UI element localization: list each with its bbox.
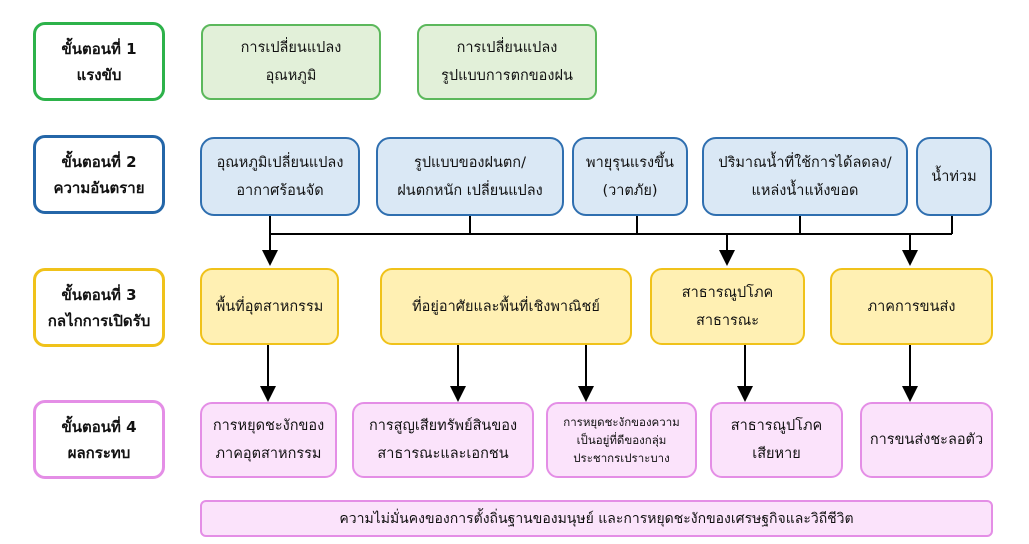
- stage-3-label: ขั้นตอนที่ 3 กลไกการเปิดรับ: [33, 268, 165, 347]
- impact-utilities-damage: สาธารณูปโภค เสียหาย: [710, 402, 843, 478]
- hazard-flood: น้ำท่วม: [916, 137, 992, 216]
- exposure-public-utilities: สาธารณูปโภค สาธารณะ: [650, 268, 805, 345]
- hazard-water-shortage: ปริมาณน้ำที่ใช้การได้ลดลง/ แหล่งน้ำแห้งข…: [702, 137, 908, 216]
- hazard-storm: พายุรุนแรงขึ้น (วาตภัย): [572, 137, 688, 216]
- stage-4-label: ขั้นตอนที่ 4 ผลกระทบ: [33, 400, 165, 479]
- impact-property-loss: การสูญเสียทรัพย์สินของ สาธารณะและเอกชน: [352, 402, 534, 478]
- impact-transport-slowdown: การขนส่งชะลอตัว: [860, 402, 993, 478]
- hazard-to-exposure-connector: [262, 216, 953, 266]
- overall-impact-banner: ความไม่มั่นคงของการตั้งถิ่นฐานของมนุษย์ …: [200, 500, 993, 537]
- hazard-heavy-rain: รูปแบบของฝนตก/ ฝนตกหนัก เปลี่ยนแปลง: [376, 137, 564, 216]
- exposure-to-impact-arrows: [260, 345, 918, 402]
- driver-temperature-change: การเปลี่ยนแปลง อุณหภูมิ: [201, 24, 381, 100]
- stage-1-label: ขั้นตอนที่ 1 แรงขับ: [33, 22, 165, 101]
- driver-rainfall-pattern-change: การเปลี่ยนแปลง รูปแบบการตกของฝน: [417, 24, 597, 100]
- exposure-transport-sector: ภาคการขนส่ง: [830, 268, 993, 345]
- stage-2-label: ขั้นตอนที่ 2 ความอันตราย: [33, 135, 165, 214]
- hazard-extreme-heat: อุณหภูมิเปลี่ยนแปลง อากาศร้อนจัด: [200, 137, 360, 216]
- impact-vulnerable-wellbeing: การหยุดชะงักของความ เป็นอยู่ที่ดีของกลุ่…: [546, 402, 697, 478]
- impact-industry-disruption: การหยุดชะงักของ ภาคอุตสาหกรรม: [200, 402, 337, 478]
- exposure-residential-commercial: ที่อยู่อาศัยและพื้นที่เชิงพาณิชย์: [380, 268, 632, 345]
- exposure-industrial-area: พื้นที่อุตสาหกรรม: [200, 268, 339, 345]
